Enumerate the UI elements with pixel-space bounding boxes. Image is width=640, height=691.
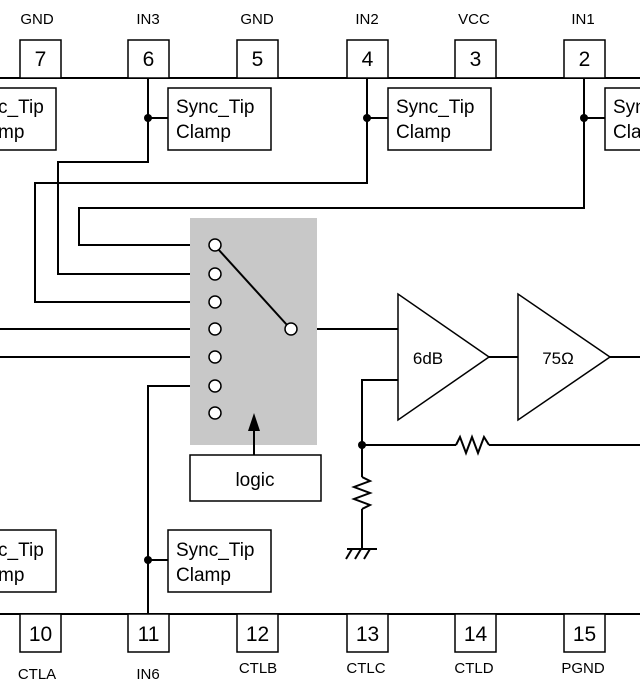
pin-name: CTLC — [346, 660, 385, 677]
pin-name: IN1 — [571, 11, 594, 28]
clamp-box-pin7: c_Tip mp — [0, 87, 57, 151]
clamp-box-in6: Sync_Tip Clamp — [167, 529, 272, 593]
pin-name: IN3 — [136, 11, 159, 28]
top-pin-in2-4: IN2 4 — [346, 11, 389, 79]
clamp-label-line1: c_Tip — [0, 97, 44, 118]
clamp-box-in2: Sync_Tip Clamp — [387, 87, 492, 151]
switch-contact — [208, 267, 222, 281]
switch-contact — [208, 322, 222, 336]
pin-number: 2 — [579, 48, 591, 71]
ground-icon — [345, 548, 377, 560]
top-pin-in1-2: IN1 2 — [563, 11, 606, 79]
pin-name: GND — [240, 11, 274, 28]
input-selector-switch — [190, 218, 317, 445]
logic-label: logic — [235, 470, 274, 491]
bottom-pin-ctla-10: 10 CTLA — [18, 613, 62, 683]
pin-name: CTLB — [239, 660, 277, 677]
bottom-pin-ctlc-13: 13 CTLC — [346, 613, 389, 677]
clamp-label-line2: Clamp — [176, 122, 231, 143]
switch-contact — [208, 238, 222, 252]
pin-number: 3 — [470, 48, 482, 71]
top-pin-gnd-5: GND 5 — [236, 11, 279, 79]
switch-contact — [208, 295, 222, 309]
pin-number: 12 — [246, 623, 269, 646]
ground-resistor — [351, 476, 373, 510]
pin-number: 5 — [252, 48, 264, 71]
junction-dot — [144, 114, 152, 122]
junction-dot — [144, 556, 152, 564]
pin-name: IN6 — [136, 666, 159, 683]
clamp-label-line2: mp — [0, 122, 24, 143]
driver-label: 75Ω — [542, 349, 574, 368]
clamp-label-line1: Sync_Tip — [176, 97, 255, 118]
clamp-label-line2: Cla — [613, 122, 640, 143]
clamp-box-in1: Syn Cla — [604, 87, 640, 151]
pin-number: 11 — [138, 623, 160, 646]
bottom-pin-pgnd-15: 15 PGND — [561, 613, 606, 677]
switch-common — [284, 322, 298, 336]
junction-dot — [363, 114, 371, 122]
switch-contact — [208, 379, 222, 393]
clamp-label-line1: Sync_Tip — [396, 97, 475, 118]
pin-name: CTLA — [18, 666, 56, 683]
clamp-label-line1: Sync_Tip — [176, 540, 255, 561]
bottom-pin-ctld-14: 14 CTLD — [454, 613, 497, 677]
pin-number: 7 — [35, 48, 47, 71]
pin-number: 10 — [29, 623, 52, 646]
pin-number: 13 — [356, 623, 379, 646]
bottom-pin-in6-11: 11 IN6 — [127, 613, 170, 683]
pin-name: IN2 — [355, 11, 378, 28]
pin-name: VCC — [458, 11, 490, 28]
pin-number: 14 — [464, 623, 488, 646]
clamp-label-line2: Clamp — [176, 565, 231, 586]
signal-wires — [0, 78, 605, 614]
pin-number: 15 — [573, 623, 596, 646]
pin-number: 6 — [143, 48, 155, 71]
top-pin-in3-6: IN3 6 — [127, 11, 170, 79]
pin-name: GND — [20, 11, 54, 28]
amplifier-6db: 6dB — [397, 292, 491, 422]
clamp-label-line2: Clamp — [396, 122, 451, 143]
clamp-box-in3: Sync_Tip Clamp — [167, 87, 272, 151]
clamp-label-line1: Syn — [613, 97, 640, 118]
clamp-box-pin10: c_Tip mp — [0, 529, 57, 593]
amp-gain-label: 6dB — [413, 349, 443, 368]
logic-block: logic — [189, 413, 322, 502]
top-pin-vcc-3: VCC 3 — [454, 11, 497, 79]
pin-number: 4 — [362, 48, 374, 71]
pin-name: PGND — [561, 660, 605, 677]
top-pin-gnd-7: GND 7 — [19, 11, 62, 79]
junction-dot — [580, 114, 588, 122]
switch-contact — [208, 350, 222, 364]
feedback-network — [351, 379, 640, 549]
feedback-resistor — [455, 434, 490, 456]
clamp-label-line1: c_Tip — [0, 540, 44, 561]
clamp-label-line2: mp — [0, 565, 24, 586]
pin-name: CTLD — [454, 660, 493, 677]
switch-contact — [208, 406, 222, 420]
driver-75ohm: 75Ω — [517, 292, 612, 422]
bottom-pin-ctlb-12: 12 CTLB — [236, 613, 279, 677]
